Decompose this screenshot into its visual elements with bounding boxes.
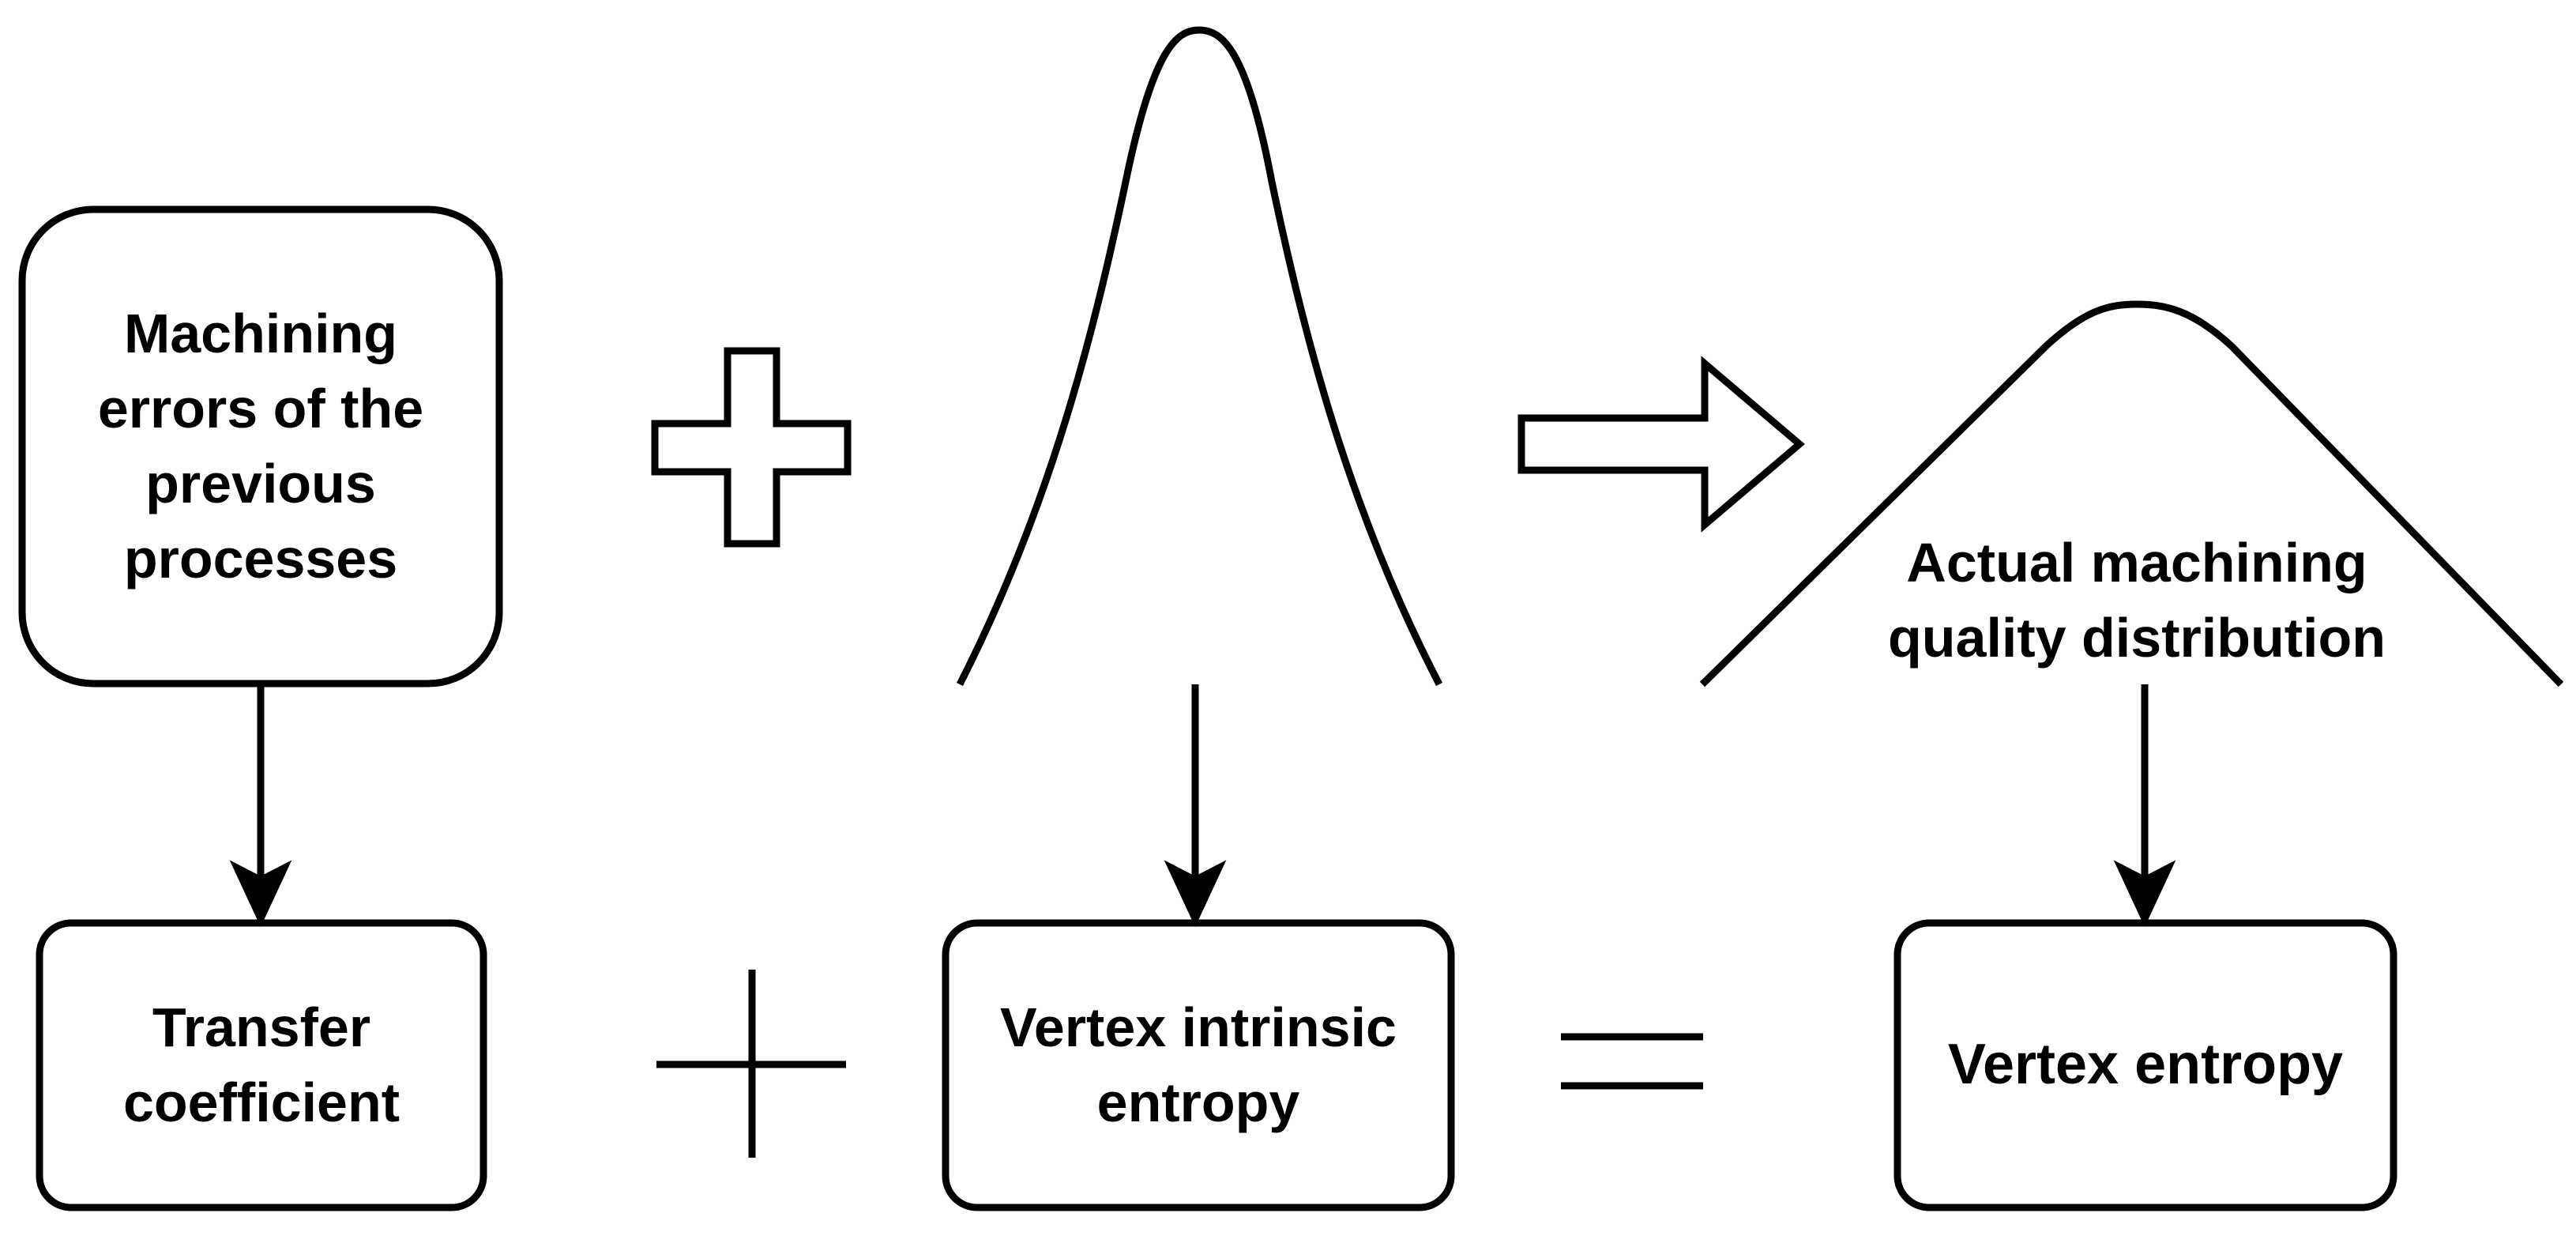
vertex-intrinsic-entropy-label: Vertex intrinsic entropy <box>1000 996 1397 1133</box>
transfer-coefficient-label: Transfer coefficient <box>122 996 401 1133</box>
arrowhead-distribution-to-entropy <box>2113 860 2176 928</box>
machining-errors-label: Machining errors of the previous process… <box>97 302 424 590</box>
narrow-distribution-curve <box>956 26 1442 687</box>
vertex-entropy-label: Vertex entropy <box>1947 1033 2344 1097</box>
actual-quality-distribution-label: Actual machining quality distribution <box>1888 531 2386 669</box>
vertex-intrinsic-entropy-box <box>942 919 1455 1211</box>
wide-distribution-curve <box>1699 300 2564 688</box>
machining-errors-box <box>18 205 503 688</box>
plus-outline-icon <box>651 347 852 548</box>
hollow-right-arrow-icon <box>1517 356 1805 533</box>
arrowhead-errors-to-transfer <box>229 860 292 928</box>
arrowhead-curve-to-intrinsic <box>1164 860 1227 928</box>
